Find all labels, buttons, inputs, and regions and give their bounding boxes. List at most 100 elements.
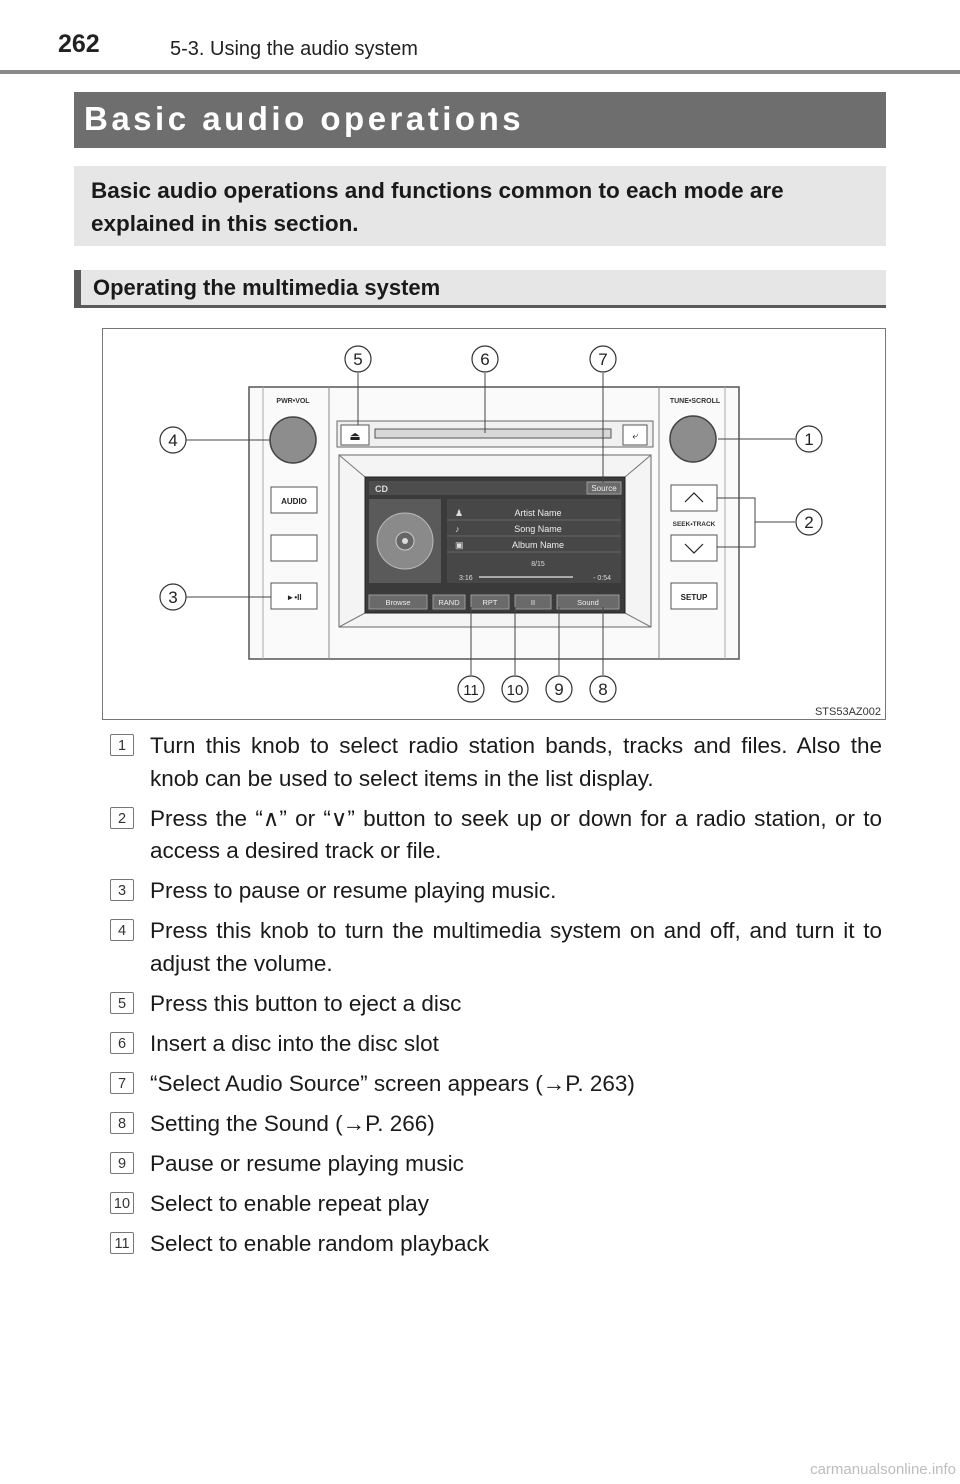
item-number-badge: 8 [110, 1111, 134, 1134]
item-number-badge: 9 [110, 1151, 134, 1174]
callout-number: 8 [598, 680, 607, 699]
screen-button-label: Sound [577, 598, 599, 607]
item-text: “Select Audio Source” screen appears (→P… [150, 1070, 635, 1096]
seek-up-button[interactable] [670, 484, 718, 512]
list-item: 1 Turn this knob to select radio station … [110, 730, 882, 795]
list-item: 9 Pause or resume playing music [110, 1148, 882, 1181]
intro-box: Basic audio operations and functions com… [74, 166, 886, 246]
blank-button[interactable] [270, 534, 318, 562]
item-text: Press to pause or resume playing music. [150, 878, 557, 903]
item-text: Turn this knob to select radio station b… [150, 733, 882, 791]
source-button[interactable] [586, 481, 622, 495]
source-label: Source [591, 484, 617, 493]
item-text: Press this knob to turn the multimedia s… [150, 918, 882, 976]
item-number-badge: 7 [110, 1071, 134, 1094]
item-number-badge: 3 [110, 879, 134, 901]
callout-circle [344, 345, 372, 373]
item-text: Select to enable repeat play [150, 1190, 429, 1216]
callout-circle [471, 345, 499, 373]
pwr-vol-knob[interactable] [269, 416, 317, 464]
disc-slot[interactable] [374, 428, 612, 439]
callout-number: 9 [554, 680, 563, 699]
audio-label: AUDIO [281, 497, 307, 506]
screen-button[interactable] [432, 594, 466, 610]
section-title: 5-3. Using the audio system [170, 38, 418, 60]
item-text: Setting the Sound (→P. 266) [150, 1110, 435, 1136]
setup-button[interactable] [670, 582, 718, 610]
screen-button[interactable] [556, 594, 620, 610]
eject-icon: ⏏ [349, 429, 360, 443]
back-button[interactable] [622, 424, 648, 446]
header-divider [0, 70, 960, 74]
callout-number: 2 [804, 513, 813, 532]
play-pause-button[interactable] [270, 582, 318, 610]
sub-heading-text: Operating the multimedia system [93, 275, 441, 300]
eject-button[interactable] [340, 424, 370, 446]
item-number-badge: 11 [110, 1231, 134, 1254]
item-number-badge: 5 [110, 991, 134, 1014]
item-number-badge: 6 [110, 1031, 134, 1054]
screen-button-label: RAND [438, 598, 460, 607]
watermark: carmanualsonline.info [810, 1461, 956, 1478]
setup-label: SETUP [681, 593, 708, 602]
callout-circle [457, 675, 485, 703]
callout-number: 3 [168, 588, 177, 607]
item-text: Pause or resume playing music [150, 1150, 464, 1176]
page-number: 262 [58, 30, 100, 58]
title-bar: Basic audio operations [74, 92, 886, 148]
callout-number: 7 [598, 350, 607, 369]
elapsed-time: 3:16 [459, 575, 473, 582]
item-text: Press the “∧” or “∨” button to seek up o… [150, 805, 882, 864]
callout-number: 4 [168, 431, 177, 450]
callout-circle [501, 675, 529, 703]
callout-number: 11 [463, 682, 479, 699]
screen-button[interactable] [470, 594, 510, 610]
list-item: 3 Press to pause or resume playing music. [110, 875, 882, 908]
screen-button[interactable] [514, 594, 552, 610]
description-list: 1 Turn this knob to select radio station … [110, 730, 882, 1260]
callout-number: 1 [804, 430, 813, 449]
remaining-time: - 0:54 [593, 575, 611, 582]
artist-name: Artist Name [514, 508, 561, 518]
list-item: 5 Press this button to eject a disc [110, 988, 882, 1021]
item-number-badge: 1 [110, 734, 134, 756]
svg-text:⤶: ⤶ [632, 431, 638, 442]
screen-button[interactable] [368, 594, 428, 610]
callout-circle [795, 508, 823, 536]
callout-circle [159, 583, 187, 611]
list-item: 10 Select to enable repeat play [110, 1188, 882, 1221]
pwr-vol-label: PWR•VOL [276, 398, 310, 405]
screen-mode: CD [375, 484, 388, 494]
play-pause-label: ►•II [286, 593, 301, 602]
item-text: Insert a disc into the disc slot [150, 1030, 439, 1056]
svg-text:♪: ♪ [455, 524, 460, 534]
callout-number: 6 [480, 350, 489, 369]
callout-number: 10 [507, 682, 524, 699]
tune-scroll-label: TUNE•SCROLL [670, 398, 721, 405]
svg-text:♟: ♟ [455, 508, 463, 518]
page-header: 262 5-3. Using the audio system [0, 0, 960, 76]
callout-number: 5 [353, 350, 362, 369]
seek-track-label: SEEK•TRACK [673, 521, 716, 528]
page-title: Basic audio operations [84, 100, 525, 137]
audio-button[interactable] [270, 486, 318, 514]
item-text: Press this button to eject a disc [150, 990, 462, 1016]
tune-scroll-knob[interactable] [669, 415, 717, 463]
seek-down-button[interactable] [670, 534, 718, 562]
list-item: 2 Press the “∧” or “∨” button to seek up … [110, 803, 882, 868]
screen-button-label: RPT [483, 598, 498, 607]
song-name: Song Name [514, 524, 562, 534]
screen-button-label: II [531, 598, 535, 607]
callout-circle [589, 675, 617, 703]
intro-text: Basic audio operations and functions com… [91, 178, 784, 236]
item-number-badge: 2 [110, 806, 134, 829]
item-number-badge: 10 [110, 1191, 134, 1214]
list-item: 6 Insert a disc into the disc slot [110, 1028, 882, 1061]
svg-text:▣: ▣ [455, 540, 464, 550]
track-number: 8/15 [531, 561, 545, 568]
screen-button-label: Browse [385, 598, 410, 607]
album-name: Album Name [512, 540, 564, 550]
head-unit-illustration: ⏏ ⤶ CD Source ♟ ♪ ▣ Artist Name Song Nam… [159, 345, 881, 718]
